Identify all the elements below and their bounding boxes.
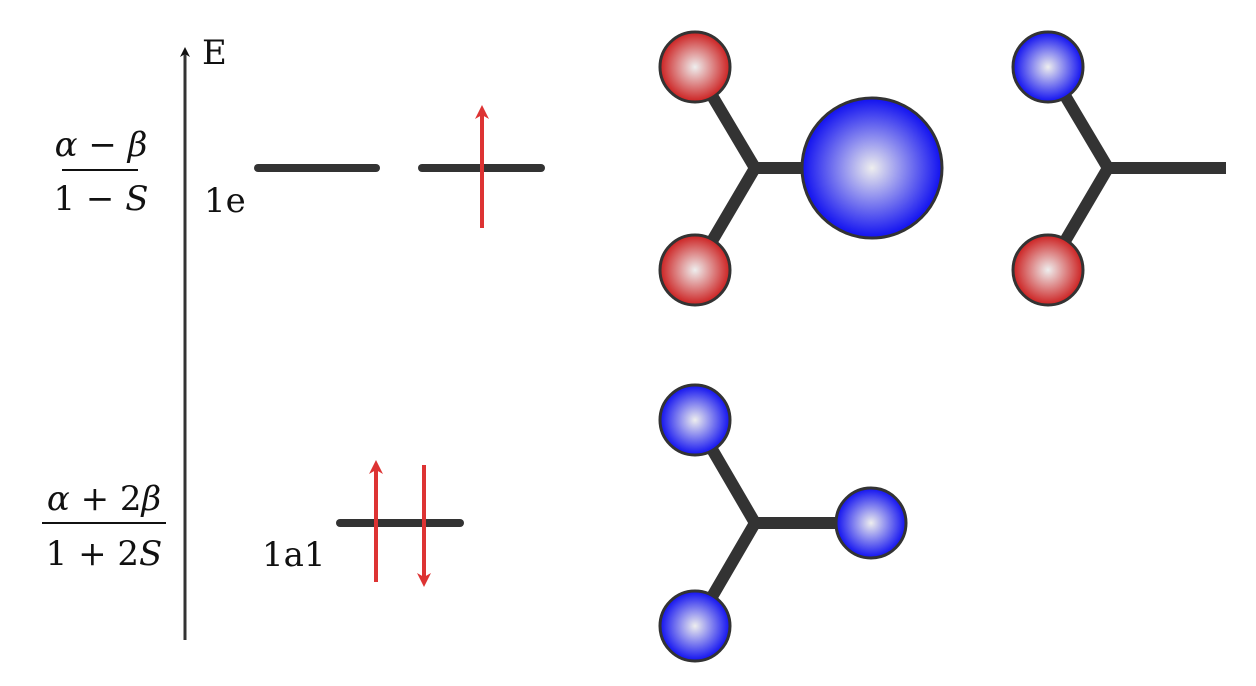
svg-text:α + 2β: α + 2β bbox=[47, 479, 161, 519]
orbital-1e-a bbox=[658, 30, 944, 307]
orbital-1a1 bbox=[658, 383, 908, 663]
level-name-1a1: 1a1 bbox=[262, 535, 326, 575]
energy-label-1a1: α + 2β 1 + 2S bbox=[42, 479, 166, 574]
orbital-1e-b bbox=[1011, 30, 1226, 307]
level-name-1e: 1e bbox=[204, 181, 246, 221]
energy-label-1e: α − β 1 − S bbox=[53, 125, 148, 219]
svg-text:1 − S: 1 − S bbox=[53, 179, 148, 219]
svg-text:1 + 2S: 1 + 2S bbox=[46, 534, 163, 574]
svg-text:α − β: α − β bbox=[55, 125, 148, 165]
axis-label: E bbox=[202, 33, 227, 73]
